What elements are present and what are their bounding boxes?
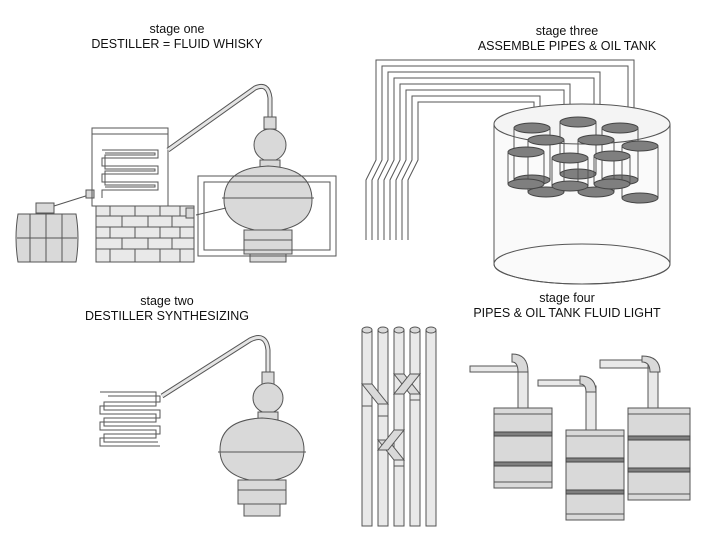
stage-two-label: stage two [140, 294, 194, 308]
pipe-column [360, 326, 437, 527]
light-tank-left [469, 353, 553, 489]
stage-three-caption: stage three ASSEMBLE PIPES & OIL TANK [442, 24, 692, 54]
stage-four-title: PIPES & OIL TANK FLUID LIGHT [473, 306, 661, 320]
tap-pipe [195, 207, 227, 216]
stage-two-destiller [99, 335, 306, 517]
pipe-bundle [365, 59, 635, 240]
stage-one-label: stage one [149, 22, 205, 36]
tap-icon [185, 207, 195, 219]
barrel-icon [15, 202, 79, 263]
stage-two-title: DESTILLER SYNTHESIZING [85, 309, 249, 323]
condenser [91, 127, 169, 207]
stage-two-caption: stage two DESTILLER SYNTHESIZING [42, 294, 292, 324]
inner-cylinders [507, 116, 659, 204]
stage-three-assembly [365, 59, 671, 285]
stage-one-destiller [15, 83, 337, 263]
stage-three-title: ASSEMBLE PIPES & OIL TANK [477, 39, 657, 53]
still-frame [197, 175, 337, 257]
brick-base [95, 205, 195, 263]
stage-one-caption: stage one DESTILLER = FLUID WHISKY [52, 22, 302, 52]
stage-four-assembly [360, 326, 691, 527]
light-tank-right [599, 355, 691, 501]
light-tank-middle [537, 375, 625, 521]
stage-one-title: DESTILLER = FLUID WHISKY [91, 37, 263, 51]
stage-three-label: stage three [535, 24, 599, 38]
stage-four-caption: stage four PIPES & OIL TANK FLUID LIGHT [432, 291, 702, 321]
stage-four-label: stage four [539, 291, 595, 305]
pot-still-icon [222, 116, 314, 263]
coil-icon [103, 395, 161, 443]
oil-tank [493, 103, 671, 285]
pot-still-icon [218, 371, 306, 517]
valve-icon [85, 189, 95, 199]
